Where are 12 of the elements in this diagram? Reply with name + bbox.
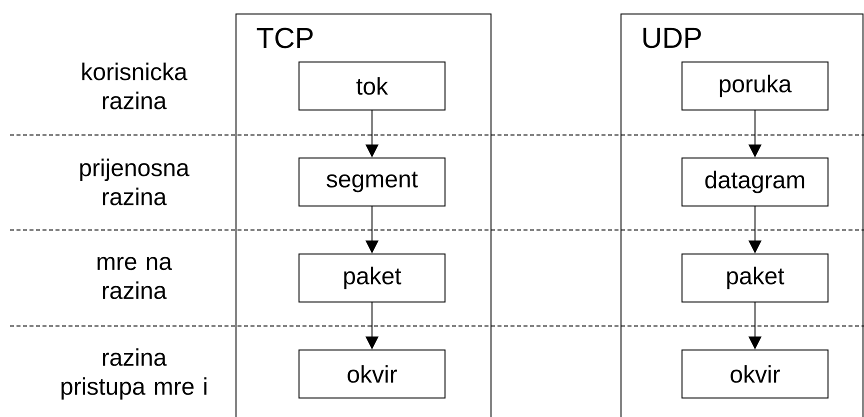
layer-label: prijenosna razina bbox=[80, 158, 190, 206]
layer-label: razina pristupa mre i bbox=[62, 348, 206, 400]
process-box: segment bbox=[298, 157, 446, 206]
process-box: paket bbox=[682, 254, 828, 302]
process-box: datagram bbox=[682, 157, 828, 206]
process-box: poruka bbox=[682, 62, 828, 110]
process-box: okvir bbox=[298, 349, 446, 398]
layer-label: korisnicka razina bbox=[82, 62, 188, 110]
process-box: okvir bbox=[682, 349, 828, 398]
layer-label: mre na razina bbox=[98, 256, 172, 300]
process-box: paket bbox=[298, 254, 446, 302]
process-box: tok bbox=[298, 62, 446, 110]
